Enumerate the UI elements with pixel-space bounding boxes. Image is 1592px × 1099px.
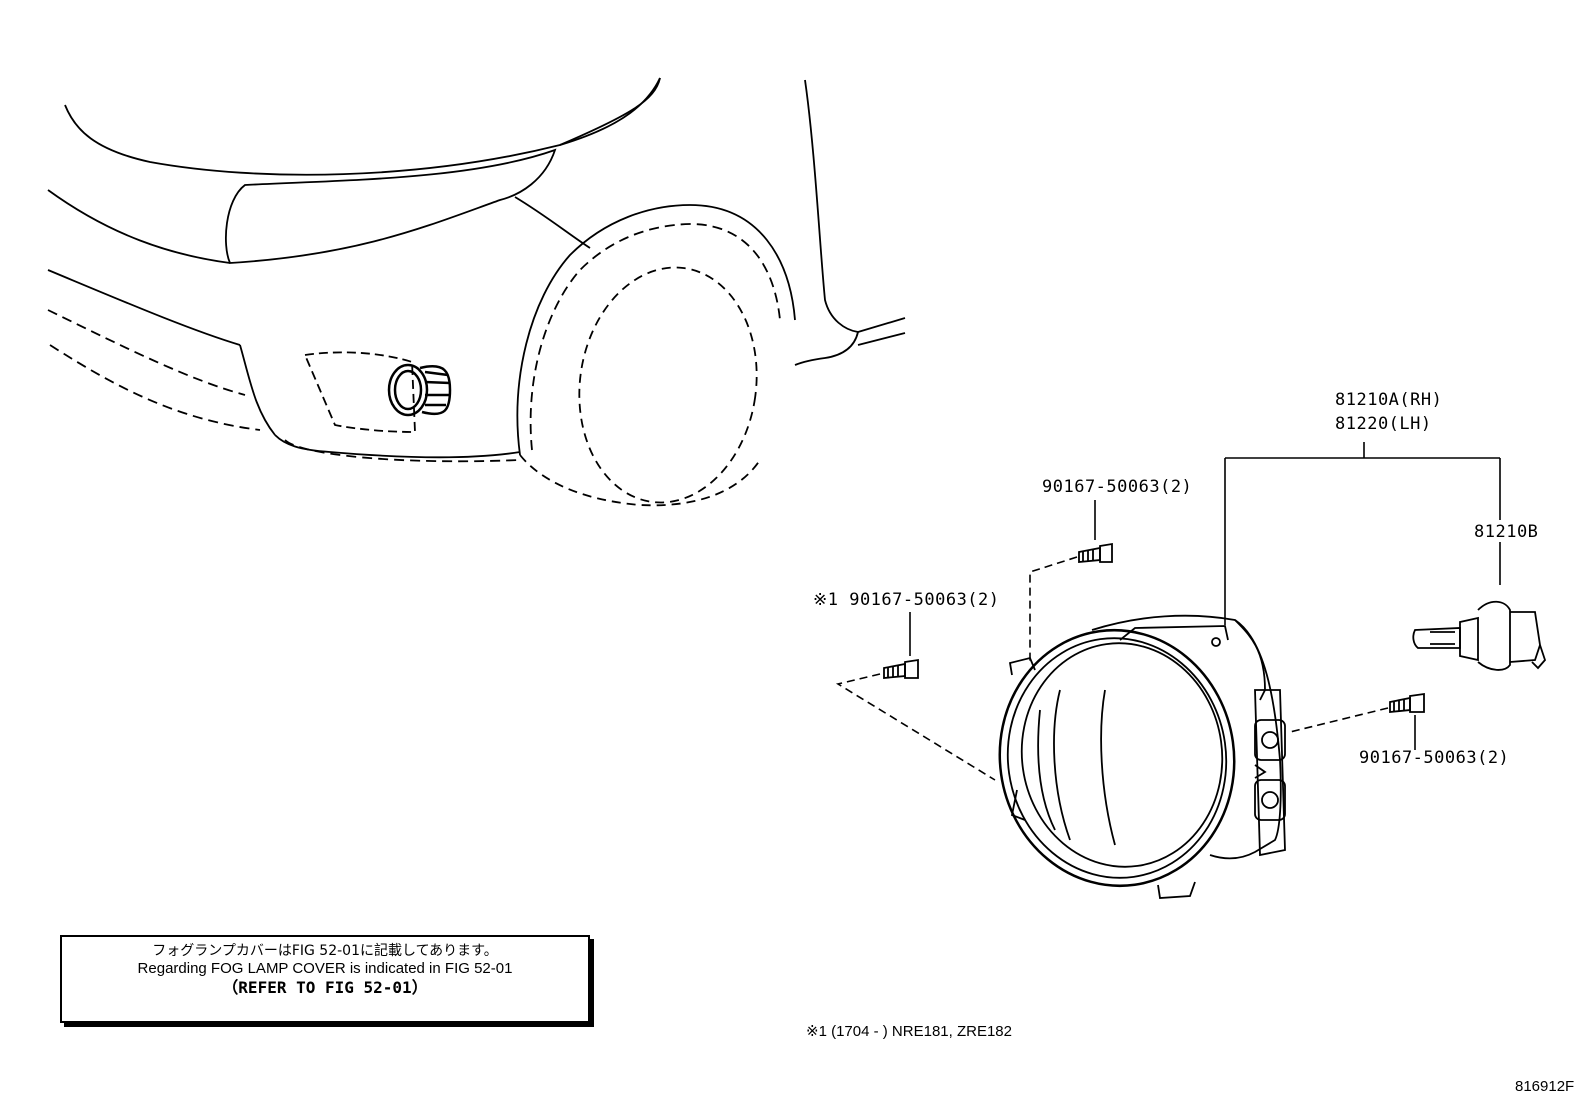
screw-left-icon (883, 658, 919, 679)
figure-id: 816912F (1515, 1078, 1575, 1095)
fog-lamp-assembly-icon (998, 614, 1286, 899)
part-number-81210b: 81210B (1474, 522, 1539, 542)
part-number-81210a: 81210A(RH) (1335, 390, 1443, 410)
footnote: ※1 (1704 - ) NRE181, ZRE182 (806, 1023, 1012, 1040)
part-number-screw-left: ※1 90167-50063(2) (813, 590, 1000, 610)
part-number-81220: 81220(LH) (1335, 414, 1432, 434)
vehicle-front-outline (47, 77, 906, 507)
part-number-screw-top: 90167-50063(2) (1042, 477, 1193, 497)
note-line-japanese: フォグランプカバーはFIG 52-01に記載してあります。 (152, 943, 498, 959)
screw-top-icon (1078, 542, 1113, 563)
note-line-english: Regarding FOG LAMP COVER is indicated in… (137, 959, 513, 977)
note-line-reference: （REFER TO FIG 52-01） (222, 977, 428, 997)
part-number-screw-right: 90167-50063(2) (1359, 748, 1510, 768)
fog-lamp-cover-note: フォグランプカバーはFIG 52-01に記載してあります。 Regarding … (60, 935, 590, 1023)
leader-lines (835, 442, 1501, 781)
bulb-icon (1412, 600, 1547, 671)
screw-right-icon (1389, 692, 1425, 713)
fog-lamp-installed-icon (387, 363, 452, 417)
